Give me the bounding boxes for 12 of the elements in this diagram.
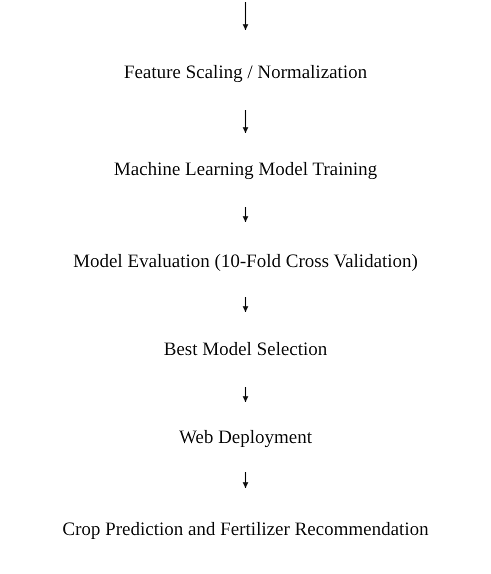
step-label: Web Deployment [178,402,312,472]
arrow [242,297,248,312]
step-label: Crop Prediction and Fertilizer Recommendation [62,488,429,570]
step-label: Feature Scaling / Normalization [124,30,368,110]
arrow [242,2,248,30]
arrow [242,472,248,488]
arrow [242,110,248,133]
arrow [242,387,248,402]
arrow [242,207,248,222]
step-label: Best Model Selection [164,312,328,387]
step-label: Model Evaluation (10-Fold Cross Validation) [73,222,418,297]
step-label: Machine Learning Model Training [114,133,378,207]
